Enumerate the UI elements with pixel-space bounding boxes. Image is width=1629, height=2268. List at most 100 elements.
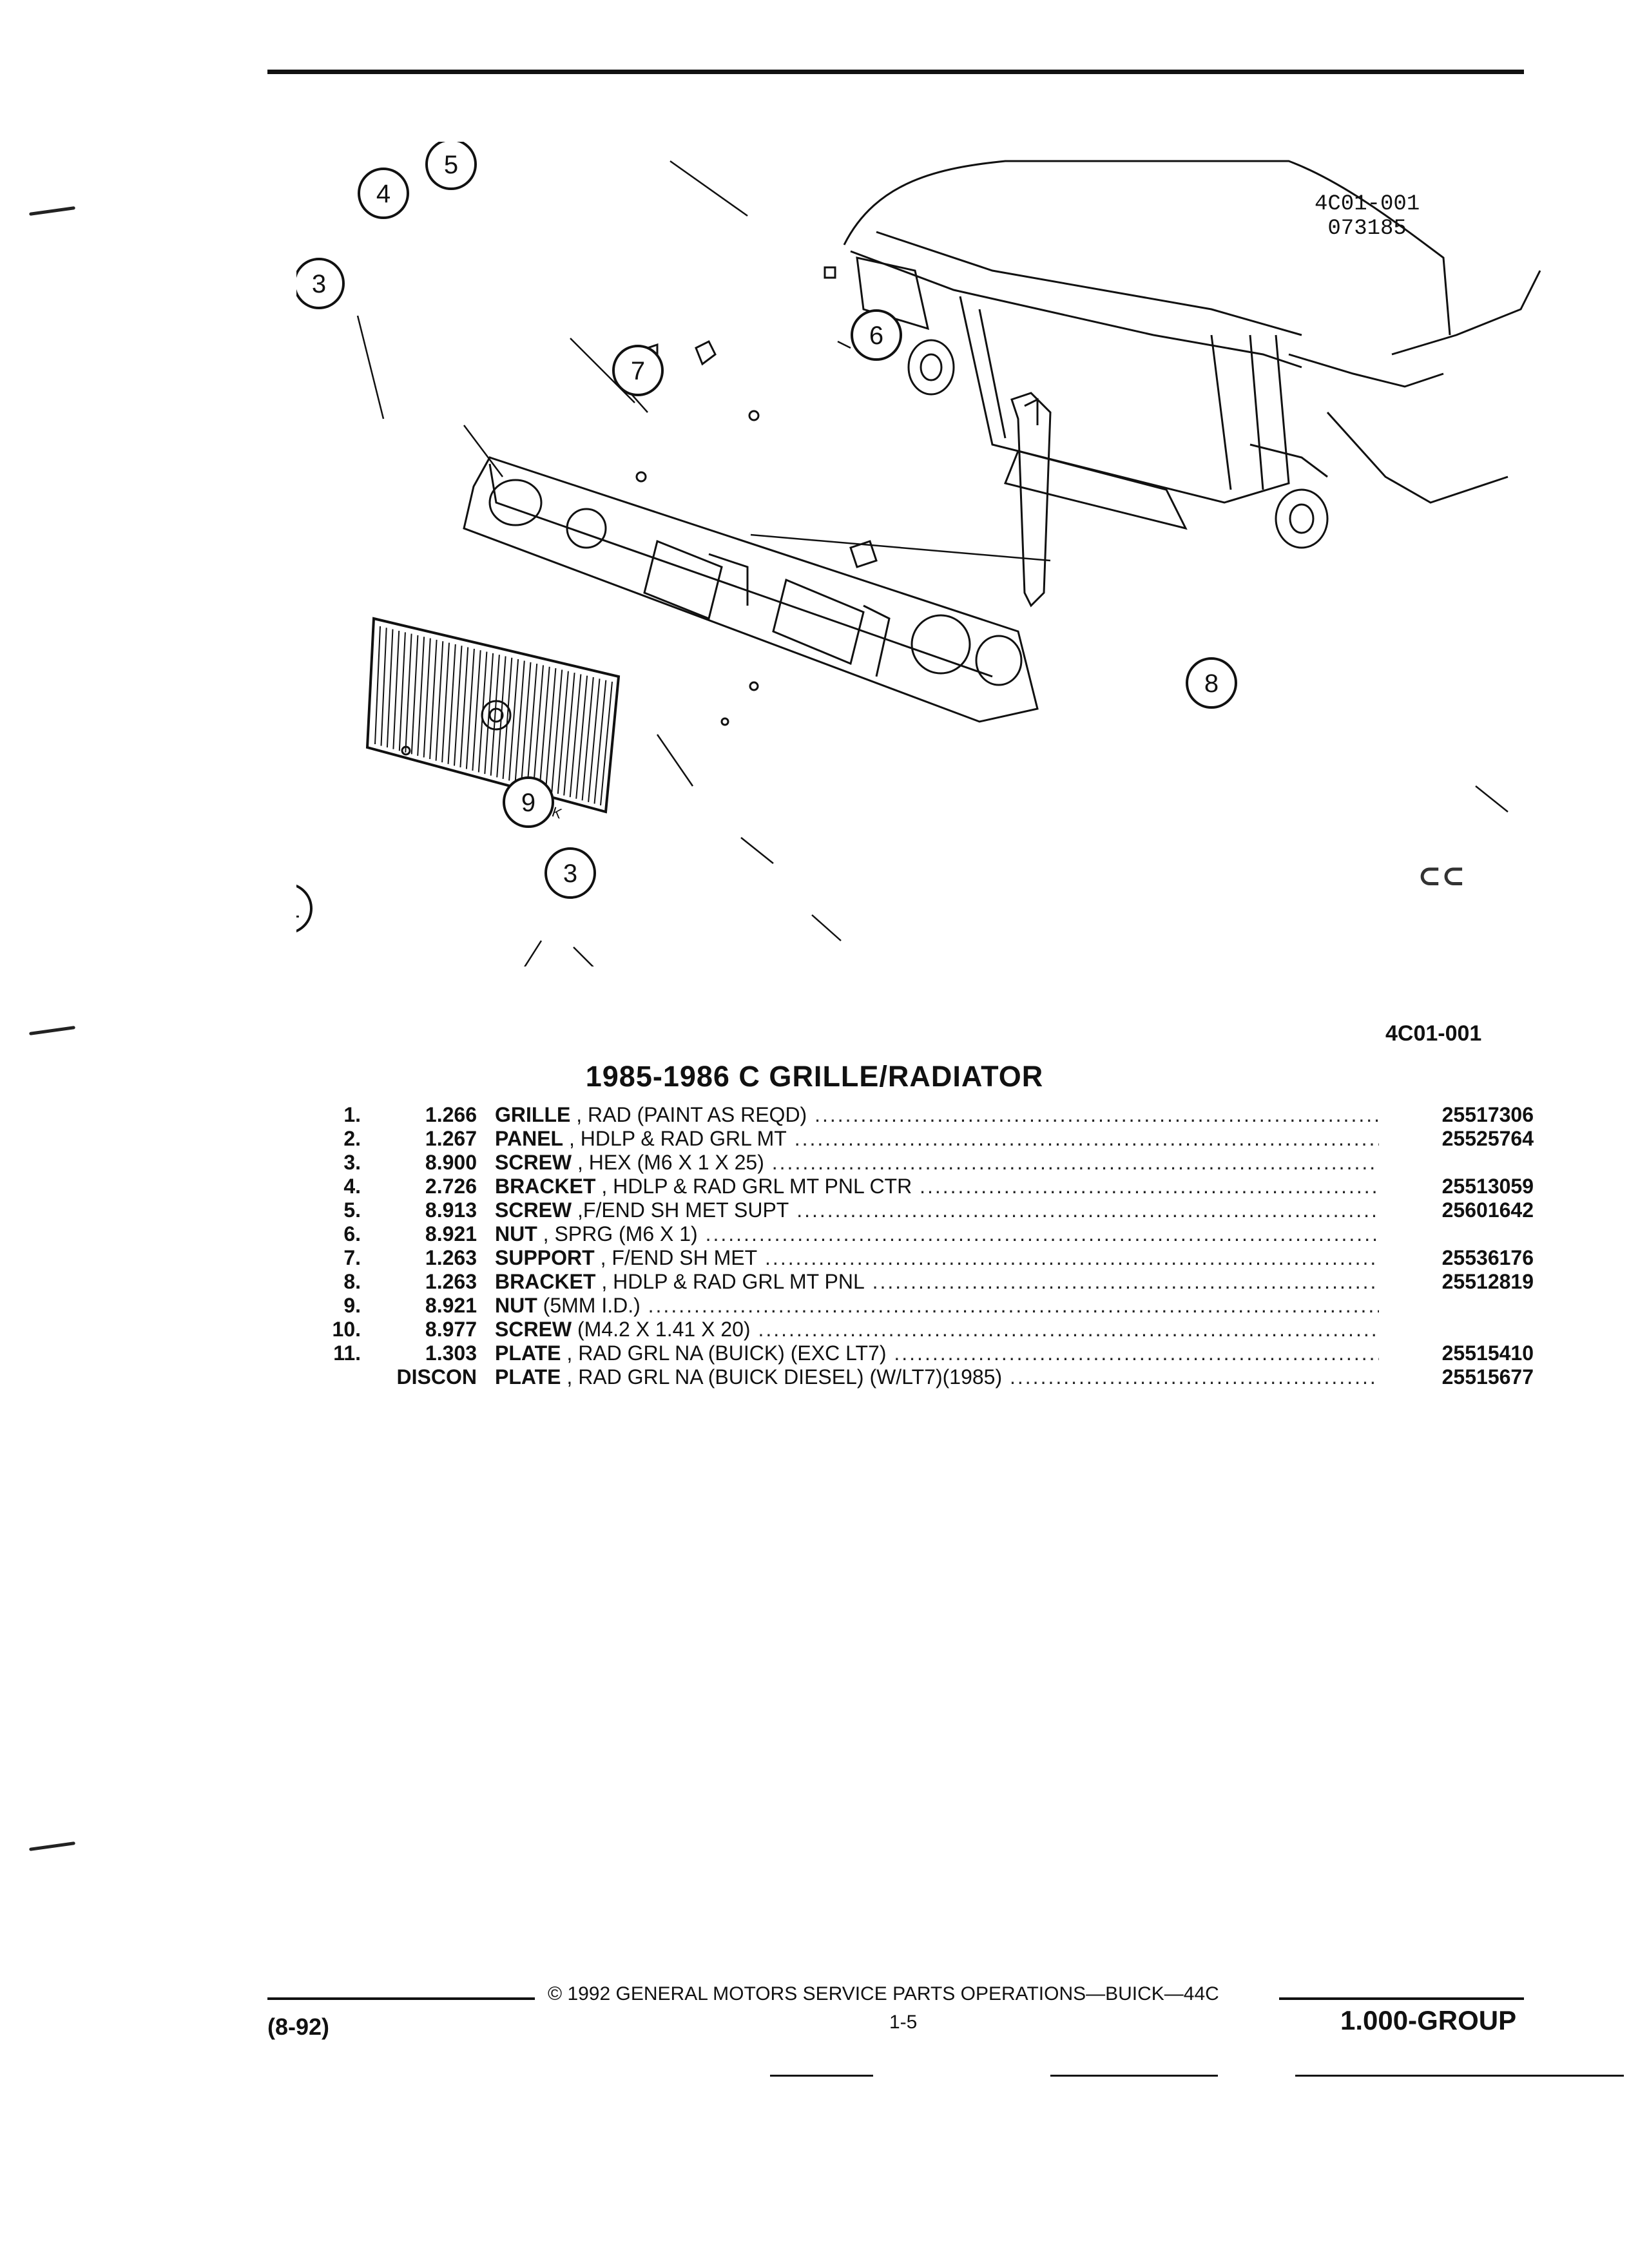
parts-list-row: 4. 2.726 BRACKET , HDLP & RAD GRL MT PNL C…	[322, 1175, 1534, 1198]
leader-dots: ........................................…	[648, 1294, 1379, 1317]
part-name: BRACKET	[495, 1270, 596, 1293]
callout-label: 11	[296, 895, 300, 923]
part-description: PANEL , HDLP & RAD GRL MT ..............…	[495, 1127, 1379, 1151]
page-number: 1-5	[889, 2012, 918, 2033]
callout-11: 11	[296, 884, 313, 933]
callout-label: 8	[1204, 669, 1219, 698]
headlamp-panel-part-2	[463, 456, 1039, 723]
part-number: 25536176	[1441, 1246, 1534, 1269]
part-description: BRACKET , HDLP & RAD GRL MT PNL CTR ....…	[495, 1175, 1379, 1198]
footer-rule-right	[1279, 1997, 1524, 2000]
footer-copyright: © 1992 GENERAL MOTORS SERVICE PARTS OPER…	[548, 1983, 1219, 2004]
item-number: 3.	[343, 1151, 361, 1174]
group-code: DISCON	[396, 1365, 477, 1389]
part-name: PLATE	[495, 1341, 561, 1365]
callout-9: 9	[503, 776, 554, 828]
group-code: 1.303	[425, 1341, 477, 1365]
part-number: 25601642	[1441, 1198, 1534, 1222]
callout-label: 4	[376, 180, 390, 208]
parts-list-row: 7. 1.263 SUPPORT , F/END SH MET ..........…	[322, 1246, 1534, 1270]
parts-list-row: 11. 1.303 PLATE , RAD GRL NA (BUICK) (EXC …	[322, 1341, 1534, 1365]
callout-label: 7	[631, 357, 645, 385]
callout-3: 3	[545, 847, 596, 899]
part-number: 25515677	[1441, 1365, 1534, 1389]
part-detail: , HDLP & RAD GRL MT PNL CTR	[595, 1175, 912, 1198]
group-code: 1.267	[425, 1127, 477, 1150]
item-number: 4.	[343, 1175, 361, 1198]
part-number: 25512819	[1441, 1270, 1534, 1293]
part-detail: (5MM I.D.)	[537, 1294, 641, 1317]
part-description: SCREW ,F/END SH MET SUPT ...............…	[495, 1198, 1379, 1222]
part-description: GRILLE , RAD (PAINT AS REQD) ...........…	[495, 1103, 1379, 1127]
leader-dots: ........................................…	[1010, 1365, 1379, 1389]
top-rule	[267, 70, 1524, 74]
callout-label: 9	[521, 789, 535, 817]
part-name: PANEL	[495, 1127, 564, 1150]
part-description: SUPPORT , F/END SH MET .................…	[495, 1246, 1379, 1270]
binder-hole-mark	[29, 1841, 75, 1851]
item-number: 11.	[333, 1341, 361, 1365]
footer-rule-left	[267, 1997, 535, 2000]
exploded-parts-diagram: BUICK 123	[296, 142, 1541, 966]
callout-3: 3	[296, 258, 345, 309]
item-number: 10.	[332, 1318, 361, 1341]
leader-dots: ........................................…	[705, 1222, 1379, 1245]
callout-label: 3	[563, 860, 577, 888]
part-description: NUT (5MM I.D.) .........................…	[495, 1294, 1379, 1318]
radiator-support-part-7	[1010, 392, 1052, 608]
part-detail: , F/END SH MET	[594, 1246, 758, 1269]
group-code: 8.913	[425, 1198, 477, 1222]
parts-list-row: 5. 8.913 SCREW ,F/END SH MET SUPT ........…	[322, 1198, 1534, 1222]
group-code: 2.726	[425, 1175, 477, 1198]
part-number: 25525764	[1441, 1127, 1534, 1150]
item-number: 6.	[343, 1222, 361, 1245]
callout-bubbles: 12345678931011	[296, 142, 1237, 933]
leader-dots: ........................................…	[920, 1175, 1379, 1198]
part-detail: , SPRG (M6 X 1)	[537, 1222, 698, 1245]
part-detail: , HDLP & RAD GRL MT	[563, 1127, 787, 1150]
parts-list-row: 6. 8.921 NUT , SPRG (M6 X 1) .............…	[322, 1222, 1534, 1246]
footer-date: (8-92)	[267, 2013, 330, 2040]
part-description: BRACKET , HDLP & RAD GRL MT PNL ........…	[495, 1270, 1379, 1294]
binder-hole-mark	[29, 1026, 75, 1035]
part-name: GRILLE	[495, 1103, 571, 1126]
part-detail: , RAD GRL NA (BUICK) (EXC LT7)	[561, 1341, 887, 1365]
part-name: PLATE	[495, 1365, 561, 1389]
group-code: 1.263	[425, 1270, 477, 1293]
leader-dots: ........................................…	[758, 1318, 1379, 1341]
reference-code: 4C01-001	[1385, 1021, 1482, 1046]
footer-rule-bottom	[770, 2075, 873, 2077]
gm-logo-mark: ⊂⊂	[1418, 860, 1465, 892]
part-name: SCREW	[495, 1151, 572, 1174]
figure-code-text: 4C01-001	[1315, 192, 1420, 216]
part-name: BRACKET	[495, 1175, 596, 1198]
part-description: NUT , SPRG (M6 X 1) ....................…	[495, 1222, 1379, 1246]
part-number: 25513059	[1441, 1175, 1534, 1198]
grille-part-1: BUICK	[365, 617, 621, 822]
callout-label: 3	[312, 270, 326, 298]
group-code: 8.900	[425, 1151, 477, 1174]
part-detail: , HEX (M6 X 1 X 25)	[572, 1151, 764, 1174]
item-number: 9.	[343, 1294, 361, 1317]
part-number: 25517306	[1441, 1103, 1534, 1126]
part-description: PLATE , RAD GRL NA (BUICK) (EXC LT7) ...…	[495, 1341, 1379, 1365]
leader-dots: ........................................…	[872, 1270, 1379, 1293]
callout-8: 8	[1186, 657, 1237, 709]
part-detail: ,F/END SH MET SUPT	[572, 1198, 789, 1222]
item-number: 5.	[343, 1198, 361, 1222]
leader-dots: ........................................…	[815, 1103, 1379, 1126]
group-code: 1.266	[425, 1103, 477, 1126]
group-code: 1.263	[425, 1246, 477, 1269]
group-code: 8.921	[425, 1222, 477, 1245]
callout-7: 7	[612, 345, 664, 396]
leader-lines	[356, 160, 1509, 966]
item-number: 7.	[343, 1246, 361, 1269]
part-detail: , RAD (PAINT AS REQD)	[570, 1103, 807, 1126]
callout-label: 6	[869, 322, 883, 350]
